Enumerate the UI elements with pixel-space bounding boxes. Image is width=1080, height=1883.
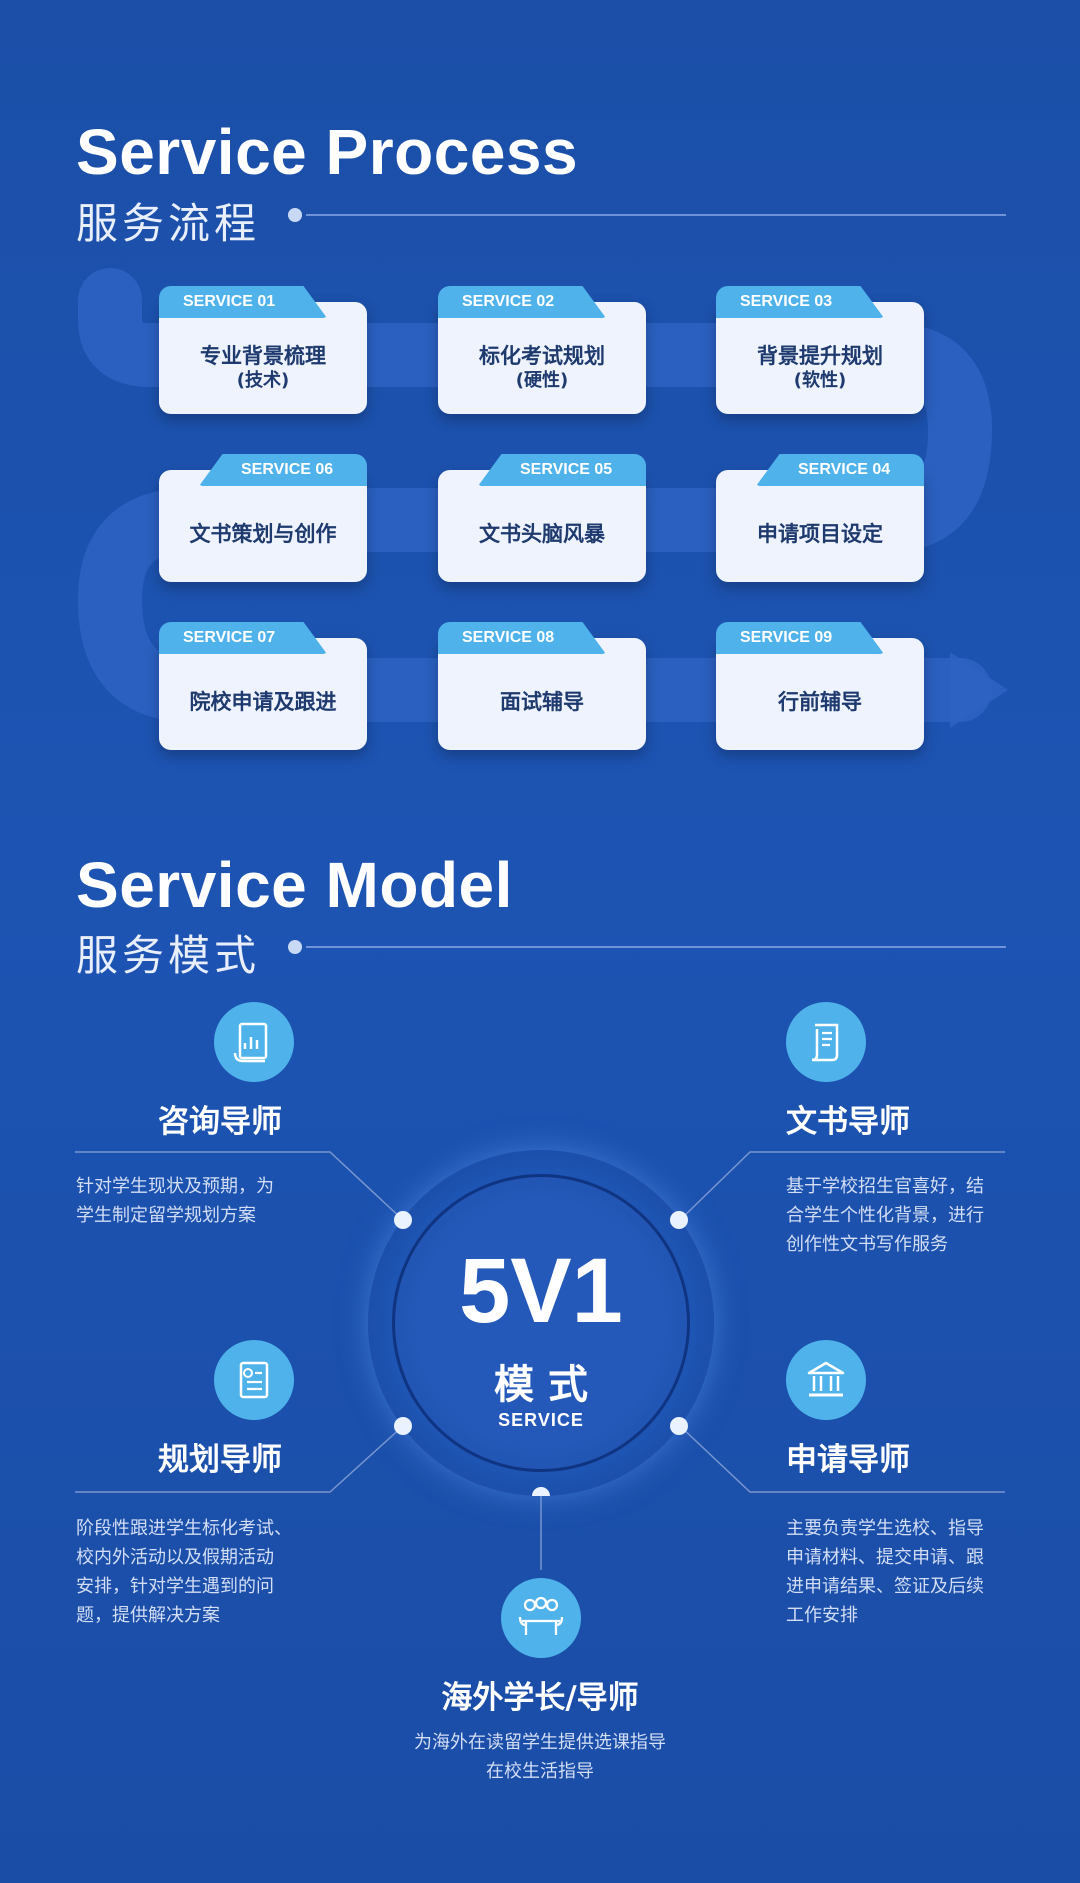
desc-line: 校内外活动以及假期活动 bbox=[76, 1547, 274, 1568]
hub-big-text: 5V1 bbox=[459, 1240, 623, 1342]
service-tag: SERVICE 09 bbox=[716, 622, 884, 654]
service-card-04: SERVICE 04 申请项目设定 bbox=[716, 454, 924, 582]
desc-line: 安排，针对学生遇到的问 bbox=[76, 1576, 274, 1597]
desc-line: 学生制定留学规划方案 bbox=[76, 1205, 256, 1226]
desc-line: 创作性文书写作服务 bbox=[786, 1234, 948, 1255]
role-title: 海外学长/导师 bbox=[441, 1680, 639, 1716]
desc-line: 为海外在读留学生提供选课指导 bbox=[414, 1732, 666, 1753]
process-rule-line bbox=[306, 214, 1006, 216]
service-title: 行前辅导 bbox=[778, 690, 862, 714]
service-tag: SERVICE 05 bbox=[478, 454, 646, 486]
service-card-06: SERVICE 06 文书策划与创作 bbox=[159, 454, 367, 582]
service-title: 背景提升规划 bbox=[757, 344, 883, 368]
hub-mid-text: 模 式 bbox=[494, 1362, 588, 1408]
process-title-cn: 服务流程 bbox=[76, 199, 261, 248]
role-title: 咨询导师 bbox=[158, 1104, 282, 1140]
checklist-icon bbox=[214, 1340, 294, 1420]
service-card-02: SERVICE 02 标化考试规划 (硬性) bbox=[438, 286, 646, 414]
service-title: 标化考试规划 bbox=[479, 344, 605, 368]
service-card-03: SERVICE 03 背景提升规划 (软性) bbox=[716, 286, 924, 414]
model-title-en: Service Model bbox=[76, 849, 513, 921]
role-title: 申请导师 bbox=[786, 1442, 910, 1478]
role-description: 阶段性跟进学生标化考试、 校内外活动以及假期活动 安排，针对学生遇到的问 题，提… bbox=[76, 1514, 292, 1630]
desc-line: 基于学校招生官喜好，结 bbox=[786, 1176, 984, 1197]
role-description: 为海外在读留学生提供选课指导 在校生活指导 bbox=[340, 1728, 740, 1786]
service-title: 院校申请及跟进 bbox=[189, 690, 337, 714]
model-connectors bbox=[75, 1151, 1005, 1570]
service-tag: SERVICE 02 bbox=[438, 286, 606, 318]
service-title: 专业背景梳理 bbox=[200, 344, 326, 368]
hub-inner-circle bbox=[392, 1174, 690, 1472]
service-card-01: SERVICE 01 专业背景梳理 (技术) bbox=[159, 286, 367, 414]
service-subtitle: (软性) bbox=[793, 370, 847, 391]
chart-document-icon bbox=[214, 1002, 294, 1082]
service-tag: SERVICE 06 bbox=[199, 454, 367, 486]
hub-small-text: SERVICE bbox=[498, 1410, 584, 1430]
role-description: 针对学生现状及预期，为 学生制定留学规划方案 bbox=[76, 1172, 274, 1230]
service-tag: SERVICE 07 bbox=[159, 622, 327, 654]
model-rule-line bbox=[306, 946, 1006, 948]
process-rule-dot bbox=[288, 208, 302, 222]
process-ribbon bbox=[78, 268, 1008, 728]
desc-line: 申请材料、提交申请、跟 bbox=[786, 1547, 984, 1568]
service-subtitle: (技术) bbox=[236, 370, 290, 391]
model-rule-dot bbox=[288, 940, 302, 954]
service-card-05: SERVICE 05 文书头脑风暴 bbox=[438, 454, 646, 582]
process-title-en: Service Process bbox=[76, 116, 579, 188]
service-tag: SERVICE 08 bbox=[438, 622, 606, 654]
desc-line: 主要负责学生选校、指导 bbox=[786, 1518, 984, 1539]
service-tag: SERVICE 01 bbox=[159, 286, 327, 318]
service-title: 面试辅导 bbox=[500, 690, 584, 714]
service-title: 文书头脑风暴 bbox=[479, 522, 605, 546]
service-card-08: SERVICE 08 面试辅导 bbox=[438, 622, 646, 750]
service-title: 文书策划与创作 bbox=[189, 522, 337, 546]
desc-line: 工作安排 bbox=[786, 1605, 858, 1626]
service-title: 申请项目设定 bbox=[757, 522, 883, 546]
meeting-icon bbox=[501, 1578, 581, 1658]
institution-icon bbox=[786, 1340, 866, 1420]
scroll-icon bbox=[786, 1002, 866, 1082]
service-subtitle: (硬性) bbox=[515, 370, 569, 391]
desc-line: 进申请结果、签证及后续 bbox=[786, 1576, 984, 1597]
desc-line: 针对学生现状及预期，为 bbox=[76, 1176, 274, 1197]
desc-line: 在校生活指导 bbox=[486, 1761, 594, 1782]
service-card-09: SERVICE 09 行前辅导 bbox=[716, 622, 924, 750]
desc-line: 合学生个性化背景，进行 bbox=[786, 1205, 984, 1226]
desc-line: 阶段性跟进学生标化考试、 bbox=[76, 1518, 292, 1539]
role-description: 基于学校招生官喜好，结 合学生个性化背景，进行 创作性文书写作服务 bbox=[786, 1172, 984, 1259]
service-tag: SERVICE 03 bbox=[716, 286, 884, 318]
role-title: 文书导师 bbox=[786, 1104, 910, 1140]
service-tag: SERVICE 04 bbox=[756, 454, 924, 486]
role-title: 规划导师 bbox=[158, 1442, 282, 1478]
role-description: 主要负责学生选校、指导 申请材料、提交申请、跟 进申请结果、签证及后续 工作安排 bbox=[786, 1514, 984, 1630]
hub-dots bbox=[394, 1211, 688, 1496]
desc-line: 题，提供解决方案 bbox=[76, 1605, 220, 1626]
model-title-cn: 服务模式 bbox=[76, 931, 261, 980]
service-card-07: SERVICE 07 院校申请及跟进 bbox=[159, 622, 367, 750]
